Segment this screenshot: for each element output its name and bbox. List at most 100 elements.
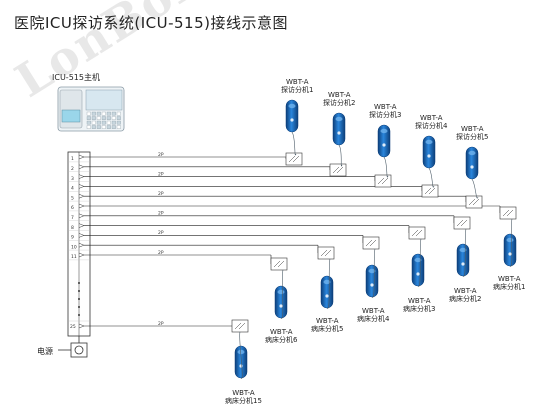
host-key [111,125,116,129]
phone-button [470,165,474,169]
bed-unit-model: WBT-A [497,275,521,283]
visit-unit-label-2: WBT-A 探访分机2 [323,91,355,107]
bed-unit-label-4: WBT-A 病床分机3 [403,297,435,313]
bed-unit-label-2: WBT-A 病床分机2 [449,287,481,303]
phone-earpiece [237,349,245,355]
visit-unit-name: 探访分机2 [323,99,356,107]
host-key [106,125,111,129]
phone-earpiece [506,237,514,243]
visit-unit-label-1: WBT-A 探访分机1 [281,78,313,94]
junction-box [329,163,347,177]
bed-unit-label-6: WBT-A 病床分机6 [265,328,297,344]
phone-earpiece [335,116,343,122]
host-keypad [86,111,121,129]
host-label: ICU-515主机 [52,73,100,82]
junction-box [362,236,380,250]
phone-earpiece [380,128,388,134]
phone-cord [338,144,343,167]
visit-unit-name: 探访分机1 [281,86,314,94]
bed-phone-3 [365,248,379,298]
visit-phone-2 [332,112,346,167]
bed-unit-label-3: WBT-A 病床分机4 [357,307,389,323]
visit-unit-name: 探访分机5 [456,133,489,141]
phones [234,99,517,379]
phone-button [337,131,341,135]
bed-unit-model: WBT-A [232,389,255,397]
junction-box [374,174,392,188]
visit-phone-1 [285,99,299,156]
visit-phone-4 [422,135,436,188]
wire-mark: 2P [158,211,164,217]
host-key [86,111,91,116]
visit-unit-name: 探访分机3 [369,111,402,119]
junction-terminal [456,219,468,227]
junction-terminal [320,249,332,257]
junction-terminal [332,166,344,174]
bed-unit-name: 病床分机6 [265,336,298,344]
phone-earpiece [288,103,296,109]
host-key [86,116,91,120]
junction-terminal [234,322,246,330]
bed-unit-model: WBT-A [315,317,339,325]
junction-terminal [468,198,480,206]
phone-cord [471,178,479,199]
junction-box [499,206,517,220]
phone-earpiece [277,289,285,295]
phone-earpiece [459,247,467,253]
phone-cord [428,167,435,188]
host-key [106,111,111,116]
visit-unit-model: WBT-A [327,91,351,99]
host-key [91,116,96,120]
terminal-ellipsis [78,282,80,316]
host-key [101,116,106,120]
diagram-title: 医院ICU探访系统(ICU-515)接线示意图 [14,14,289,32]
terminal-number: 6 [71,205,74,211]
wire-mark: 2P [158,250,164,256]
bed-phone-4 [411,238,425,287]
junction-terminal [377,177,389,185]
host-key [86,120,91,125]
bed-unit-name: 病床分机15 [225,397,262,405]
phone-button [279,304,283,308]
host-key [91,125,96,129]
host-key [91,120,96,125]
phone-button [325,294,329,298]
bed-unit-name: 病床分机5 [311,325,344,333]
junction-terminal [288,155,300,163]
bed-unit-label-15: WBT-A 病床分机15 [225,389,262,405]
bed-unit-name: 病床分机4 [357,315,390,323]
visit-unit-model: WBT-A [419,114,443,122]
bed-unit-model: WBT-A [453,287,477,295]
wire-mark: 2P [158,171,164,177]
wire-mark: 2P [158,321,164,327]
bed-unit-model: WBT-A [269,328,293,336]
bed-unit-model: WBT-A [407,297,431,305]
phone-earpiece [368,268,376,274]
phone-earpiece [323,279,331,285]
bed-phone-15 [234,331,248,379]
power-supply [58,336,88,358]
junction-terminal [411,229,423,237]
junction-box [408,226,426,240]
host-key [116,116,121,120]
junction-box [453,216,471,230]
host-key [111,120,116,125]
host-key [91,111,96,116]
visit-unit-model: WBT-A [373,103,397,111]
host-key [96,120,101,125]
host-key [101,120,106,125]
host-key [106,116,111,120]
bed-unit-label-5: WBT-A 病床分机5 [311,317,343,333]
terminal-number: 11 [71,254,77,260]
junction-box [231,319,249,333]
terminal-number: 2 [71,166,74,172]
phone-button [416,272,420,276]
bed-unit-name: 病床分机2 [449,295,482,303]
bed-unit-name: 病床分机1 [493,283,526,291]
phone-earpiece [468,150,476,156]
host-key [116,111,121,116]
phone-cord [291,131,297,156]
